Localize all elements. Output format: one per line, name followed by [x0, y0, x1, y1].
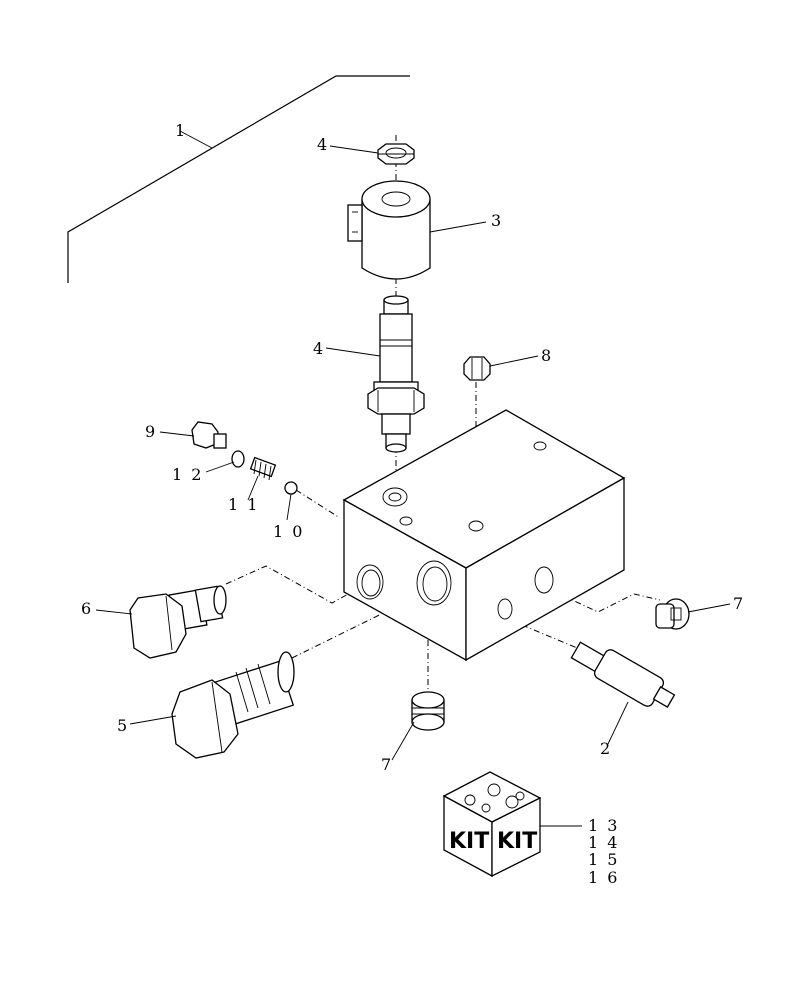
solenoid-coil	[347, 180, 431, 280]
callout-2: 2	[600, 739, 612, 758]
callout-3: 3	[491, 211, 503, 230]
callout-1: 1	[175, 121, 187, 140]
leader-lines	[95, 145, 731, 827]
nut-part	[377, 143, 415, 165]
callout-9: 9	[145, 422, 157, 441]
assembly-bracket	[67, 75, 410, 283]
callout-7-right: 7	[733, 594, 745, 613]
callouts: 1 4 3 4 8 9 1 2 1 1 1 0 6 7 5 2 7 1 3 1 …	[81, 121, 745, 887]
callout-6: 6	[81, 599, 93, 618]
plug-part-8	[463, 356, 491, 381]
relief-plug-9	[191, 421, 227, 449]
callout-10: 1 0	[273, 522, 304, 541]
callout-5: 5	[117, 716, 129, 735]
callout-4-stem: 4	[313, 339, 325, 358]
callout-8: 8	[541, 346, 553, 365]
kit-box: KIT KIT	[442, 771, 542, 878]
callout-16: 1 6	[588, 868, 619, 887]
callout-7-bottom: 7	[381, 755, 393, 774]
valve-stem	[367, 295, 425, 453]
callout-4-nut: 4	[317, 135, 329, 154]
kit-label-left: KIT	[449, 829, 489, 854]
callout-11: 1 1	[228, 495, 259, 514]
kit-label-right: KIT	[497, 829, 537, 854]
o-ring-12	[231, 450, 245, 468]
plug-7-right	[655, 598, 690, 630]
ball-10	[284, 481, 298, 495]
manifold-block	[342, 409, 626, 662]
callout-12: 1 2	[172, 465, 203, 484]
callout-14: 1 4	[588, 833, 619, 852]
cartridge-valve-5	[171, 651, 295, 759]
cartridge-plug-6	[129, 585, 227, 659]
callout-15: 1 5	[588, 850, 619, 869]
callout-13: 1 3	[588, 816, 619, 835]
spring-11	[249, 456, 277, 481]
sensor-2	[570, 641, 676, 708]
plug-7-bottom	[411, 691, 445, 731]
